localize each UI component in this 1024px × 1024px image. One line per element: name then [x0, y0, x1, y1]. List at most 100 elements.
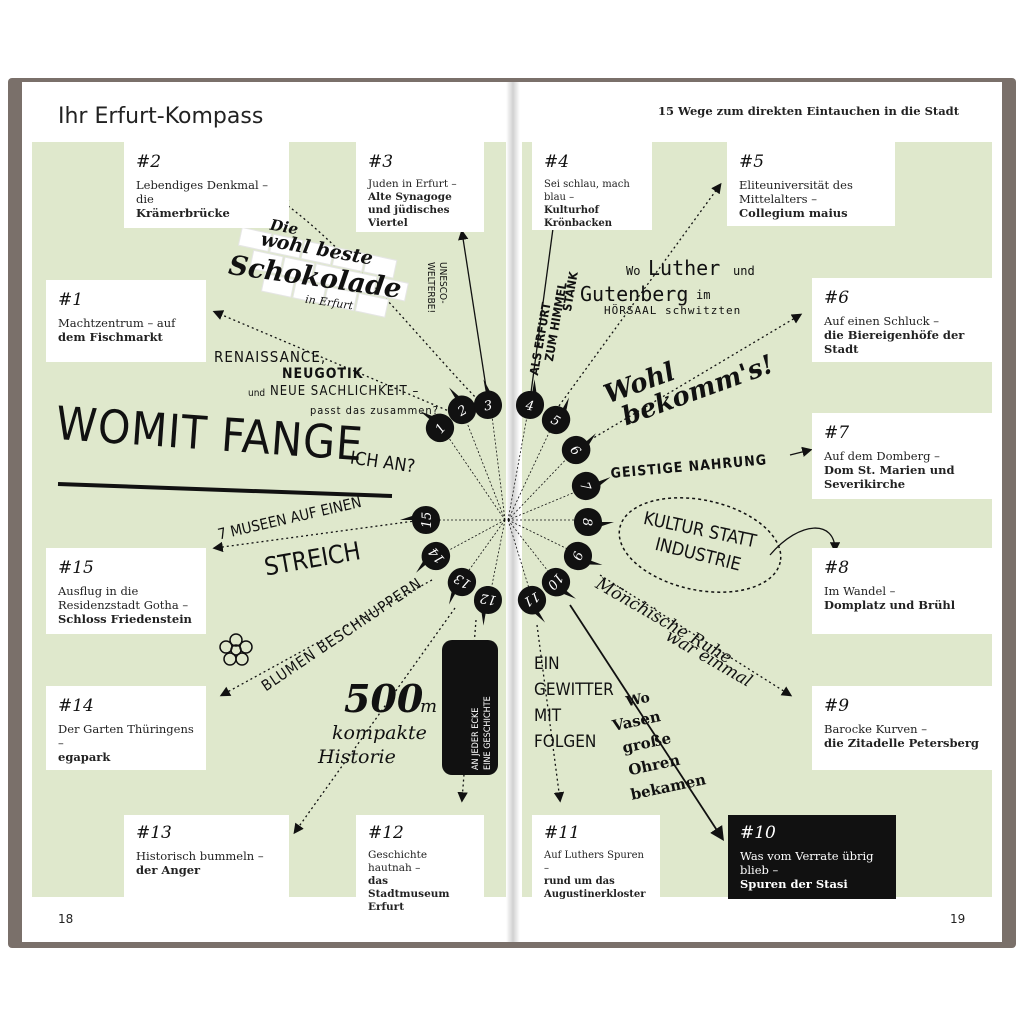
- entry-card-12[interactable]: #12 Geschichte hautnah – das Stadtmuseum…: [356, 815, 484, 913]
- entry-label: Auf Luthers Spuren –: [544, 850, 644, 874]
- corner-line-2: EINE GESCHICHTE: [483, 696, 493, 770]
- compass-pin-9: 9: [563, 541, 603, 571]
- entry-title: die Biereigenhöfe der Stadt: [824, 328, 965, 356]
- entry-label: Barocke Kurven –: [824, 722, 927, 736]
- entry-number: #4: [544, 152, 570, 172]
- compass-pin-13: 13: [447, 567, 477, 605]
- entry-number: #10: [740, 823, 776, 843]
- luther-line-2: Luther: [648, 256, 721, 280]
- entry-card-15[interactable]: #15 Ausflug in die Residenzstadt Gotha –…: [46, 548, 206, 634]
- storm-line-2: GEWITTER: [534, 680, 614, 700]
- entry-card-5[interactable]: #5 Eliteuniversität des Mittelalters – C…: [727, 142, 895, 226]
- entry-number: #8: [824, 558, 850, 578]
- entry-card-2[interactable]: #2 Lebendiges Denkmal – die Krämerbrücke: [124, 142, 289, 228]
- compass-pin-11: 11: [517, 585, 547, 623]
- page-number-right: 19: [950, 912, 966, 926]
- entry-label: Der Garten Thüringens –: [58, 722, 194, 750]
- entry-label: Lebendiges Denkmal – die: [136, 178, 269, 206]
- entry-label: Auf dem Domberg –: [824, 449, 940, 463]
- compass-pin-3: 3: [473, 379, 503, 420]
- entry-card-13[interactable]: #13 Historisch bummeln – der Anger: [124, 815, 289, 899]
- compass-pin-7: 7: [571, 471, 611, 501]
- entry-label: Historisch bummeln –: [136, 849, 264, 863]
- entry-title: Krämerbrücke: [136, 206, 230, 220]
- entry-label: Im Wandel –: [824, 584, 896, 598]
- styles-line-5: passt das zusammen?: [310, 404, 439, 417]
- entry-number: #9: [824, 696, 850, 716]
- luther-line-1: Wo: [626, 264, 641, 278]
- storm-line-1: EIN: [534, 654, 560, 674]
- entry-label: Ausflug in die Residenzstadt Gotha –: [58, 584, 189, 612]
- luther-line-6: HÖRSAAL schwitzten: [604, 304, 742, 317]
- entry-number: #12: [368, 823, 404, 843]
- entry-card-1[interactable]: #1 Machtzentrum – auf dem Fischmarkt: [46, 280, 206, 362]
- compass-pin-label: 13: [452, 570, 474, 591]
- styles-line-1: RENAISSANCE,: [214, 348, 327, 366]
- entry-card-6[interactable]: #6 Auf einen Schluck – die Biereigenhöfe…: [812, 278, 992, 362]
- entry-card-9[interactable]: #9 Barocke Kurven – die Zitadelle Peters…: [812, 686, 992, 770]
- entry-title: Spuren der Stasi: [740, 877, 848, 891]
- entry-card-7[interactable]: #7 Auf dem Domberg – Dom St. Marien und …: [812, 413, 992, 499]
- entry-title: Kulturhof Krönbacken: [544, 205, 613, 229]
- entry-number: #1: [58, 290, 84, 310]
- compass-pin-label: 8: [579, 518, 594, 526]
- entry-label: Machtzentrum – auf: [58, 316, 176, 330]
- entry-title: der Anger: [136, 863, 201, 877]
- page-number-left: 18: [58, 912, 74, 926]
- luther-line-3: und: [733, 264, 755, 278]
- entry-title: Domplatz und Brühl: [824, 598, 956, 612]
- compass-pin-8: 8: [574, 508, 614, 536]
- entry-card-14[interactable]: #14 Der Garten Thüringens – egapark: [46, 686, 206, 770]
- entry-label: Juden in Erfurt –: [368, 178, 457, 190]
- compass-pin-1: 1: [420, 411, 455, 443]
- luther-line-4: Gutenberg: [580, 282, 689, 306]
- entry-number: #14: [58, 696, 94, 716]
- compass-pin-label: 3: [483, 398, 494, 414]
- green-band-left-lower: [32, 387, 506, 897]
- corner-line-1: AN JEDER ECKE: [471, 707, 481, 770]
- compass-pin-5: 5: [541, 397, 571, 435]
- book-gutter: [506, 82, 520, 942]
- compass-pin-label: 4: [523, 398, 535, 414]
- compass-pin-label: 11: [520, 588, 542, 609]
- entry-title: das Stadtmuseum Erfurt: [368, 875, 450, 913]
- entry-label: Eliteuniversität des Mittelalters –: [739, 178, 853, 206]
- entry-label: Auf einen Schluck –: [824, 314, 940, 328]
- entry-title: Collegium maius: [739, 206, 848, 220]
- page-subtitle: 15 Wege zum direkten Eintauchen in die S…: [658, 104, 960, 118]
- entry-card-10[interactable]: #10 Was vom Verrate übrig blieb – Spuren…: [728, 815, 896, 899]
- entry-number: #3: [368, 152, 394, 172]
- entry-number: #2: [136, 152, 162, 172]
- compass-pin-14: 14: [416, 541, 451, 573]
- compass-pin-6: 6: [561, 433, 596, 465]
- unesco-line-1: UNESCO-: [437, 262, 448, 304]
- entry-title: dem Fischmarkt: [58, 330, 163, 344]
- styles-line-4: NEUE SACHLICHKEIT –: [270, 384, 420, 399]
- entry-number: #15: [58, 558, 94, 578]
- entry-title: rund um das Augustinerkloster: [544, 876, 646, 900]
- entry-label: Was vom Verrate übrig blieb –: [740, 849, 874, 877]
- compass-pin-4: 4: [515, 379, 545, 420]
- history-line-3: Historie: [318, 746, 396, 768]
- history-unit: m: [420, 696, 438, 717]
- styles-line-2: NEUGOTIK: [282, 366, 364, 382]
- history-line-2: kompakte: [332, 722, 427, 744]
- compass-pin-2: 2: [447, 387, 477, 425]
- entry-number: #6: [824, 288, 850, 308]
- entry-title: Schloss Friedenstein: [58, 612, 192, 626]
- entry-label: Sei schlau, mach blau –: [544, 179, 630, 203]
- compass-pin-12: 12: [473, 585, 503, 626]
- compass-pin-label: 12: [479, 590, 498, 608]
- entry-card-8[interactable]: #8 Im Wandel – Domplatz und Brühl: [812, 548, 992, 634]
- styles-line-3: und: [248, 388, 266, 399]
- compass-pin-label: 15: [420, 512, 435, 529]
- entry-label: Geschichte hautnah –: [368, 849, 428, 874]
- entry-number: #7: [824, 423, 850, 443]
- entry-card-3[interactable]: #3 Juden in Erfurt – Alte Synagoge und j…: [356, 142, 484, 232]
- entry-card-4[interactable]: #4 Sei schlau, mach blau – Kulturhof Krö…: [532, 142, 652, 230]
- entry-card-11[interactable]: #11 Auf Luthers Spuren – rund um das Aug…: [532, 815, 660, 900]
- storm-line-4: FOLGEN: [534, 732, 597, 752]
- flower-icon: [216, 632, 256, 672]
